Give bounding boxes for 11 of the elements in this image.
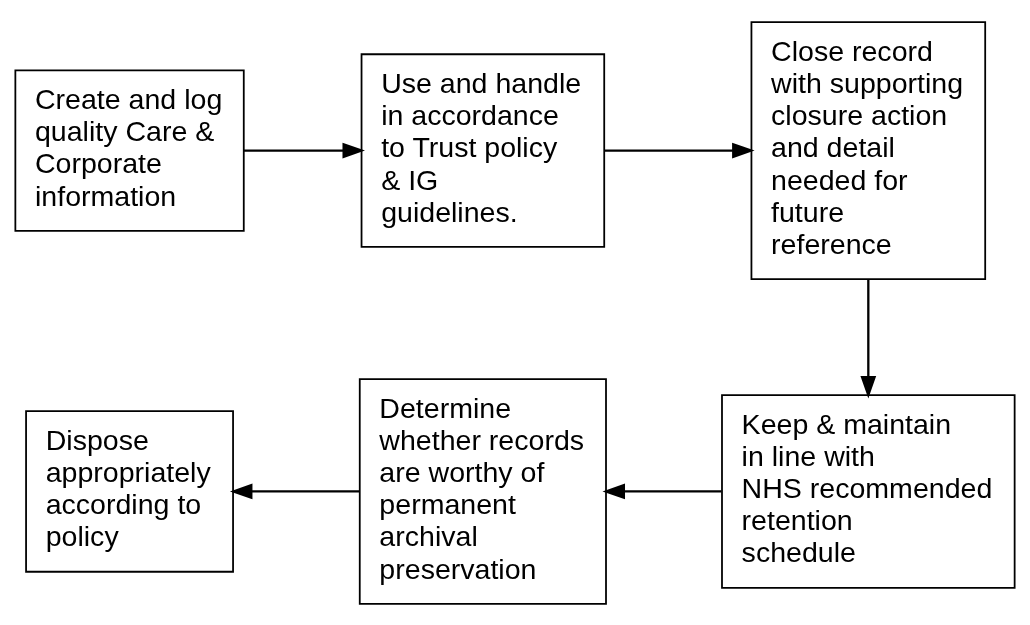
node-box: Use and handle in accordance to Trust policy & IG guidelines. — [360, 52, 606, 248]
node-box: Dispose appropriately according to policy — [25, 409, 234, 573]
arrow — [229, 483, 360, 499]
node-box: Create and log quality Care & Corporate information — [14, 68, 245, 232]
arrow — [860, 278, 877, 398]
arrow — [602, 483, 722, 499]
node-box: Determine whether records are worthy of permanent archival preservation — [358, 377, 607, 605]
node-box: Keep & maintain in line with NHS recommended retention schedule — [721, 393, 1016, 589]
node-box: Close record with supporting closure action and detail needed for future reference — [750, 20, 987, 280]
arrow — [243, 142, 365, 158]
arrow — [604, 142, 755, 158]
